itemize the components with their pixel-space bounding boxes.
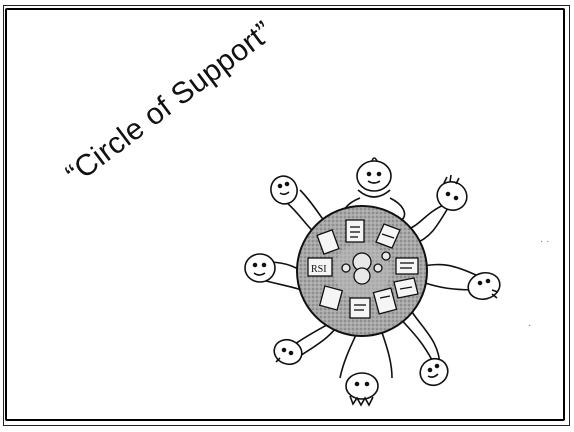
person-icon: [465, 269, 503, 302]
paper-icon: [350, 298, 370, 318]
scan-speck: · ·: [540, 236, 549, 247]
book-icon: [346, 220, 364, 242]
person-icon: [432, 175, 471, 215]
person-icon: [267, 172, 301, 207]
person-icon: [415, 354, 452, 391]
paper-icon: [394, 278, 418, 298]
person-icon: [245, 254, 275, 282]
person-icon: [357, 158, 391, 197]
svg-text:RSI: RSI: [311, 264, 327, 275]
abc-card-icon: RSI: [308, 258, 332, 276]
scan-speck: ·: [528, 320, 531, 331]
person-icon: [346, 373, 378, 405]
book-icon: [396, 258, 418, 274]
